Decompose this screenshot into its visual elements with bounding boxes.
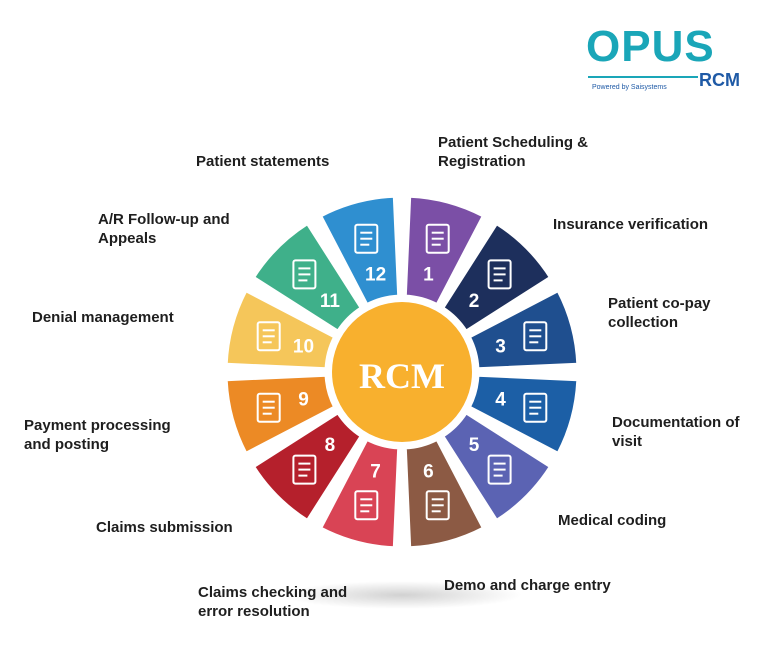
claim-form-icon	[354, 490, 379, 521]
segment-5-number: 5	[469, 435, 480, 456]
wheel-shadow	[282, 581, 522, 609]
segment-8-shape	[252, 411, 363, 522]
segment-2-shape	[441, 222, 552, 333]
step-10-label: Denial management	[32, 309, 174, 326]
segment-5: 5	[441, 411, 552, 522]
segment-12: 12	[319, 194, 401, 307]
segment-11-number: 11	[320, 291, 341, 312]
step-8-label: Claims submission	[96, 519, 233, 536]
segment-2-number: 2	[469, 291, 480, 312]
segment-12-number: 12	[365, 265, 386, 286]
segment-7-number: 7	[370, 462, 381, 483]
form-pencil-icon	[425, 223, 450, 254]
segment-5-shape	[441, 411, 552, 522]
coding-icon	[487, 454, 512, 485]
step-11-label: A/R Follow-up and Appeals	[98, 211, 230, 247]
cash-icon	[523, 321, 548, 352]
segment-7: 7	[319, 437, 401, 550]
segment-10-number: 10	[293, 337, 314, 358]
step-2-label: Insurance verification	[553, 216, 709, 233]
segment-10: 10	[224, 289, 337, 371]
segment-9: 9	[224, 373, 337, 455]
segment-3: 3	[467, 289, 580, 371]
opus-rcm-logo: OPUS Powered by Saisystems RCM	[586, 22, 746, 102]
checklist-icon	[487, 259, 512, 290]
segment-1-shape	[403, 194, 485, 307]
step-5-label: Medical coding	[558, 512, 667, 529]
segment-1-number: 1	[423, 265, 434, 286]
step-9-label: Payment processing and posting	[24, 417, 171, 453]
segment-6: 6	[403, 437, 485, 550]
step-4-label: Documentation of visit	[612, 414, 740, 450]
step-3-label: Patient co-pay collection	[608, 295, 711, 331]
segment-8-number: 8	[325, 435, 336, 456]
desk-icon	[425, 490, 450, 521]
denied-document-icon	[256, 321, 281, 352]
rcm-hub: RCM	[332, 302, 472, 442]
segment-8: 8	[252, 411, 363, 522]
segment-7-shape	[319, 437, 401, 550]
invoice-icon	[256, 392, 281, 423]
segment-11-shape	[252, 222, 363, 333]
approved-document-icon	[292, 259, 317, 290]
segment-12-shape	[319, 194, 401, 307]
segment-4: 4	[467, 373, 580, 455]
segment-4-number: 4	[495, 389, 506, 410]
segment-1: 1	[403, 194, 485, 307]
document-icon	[523, 392, 548, 423]
hub-label: RCM	[359, 356, 445, 396]
computer-user-icon	[292, 454, 317, 485]
statement-icon	[354, 223, 379, 254]
segment-6-number: 6	[423, 462, 434, 483]
step-6-label: Demo and charge entry	[444, 577, 611, 594]
segment-2: 2	[441, 222, 552, 333]
hub-circle	[332, 302, 472, 442]
logo-product: RCM	[699, 70, 740, 90]
segment-6-shape	[403, 437, 485, 550]
segment-9-number: 9	[298, 389, 309, 410]
step-12-label: Patient statements	[196, 153, 330, 170]
step-1-label: Patient Scheduling & Registration	[438, 134, 589, 170]
segment-11: 11	[252, 222, 363, 333]
step-7-label: Claims checking and error resolution	[198, 584, 348, 620]
logo-tagline: Powered by Saisystems	[592, 84, 667, 91]
segment-3-number: 3	[495, 337, 506, 358]
logo-brand: OPUS	[586, 22, 715, 71]
logo-divider	[588, 76, 698, 78]
